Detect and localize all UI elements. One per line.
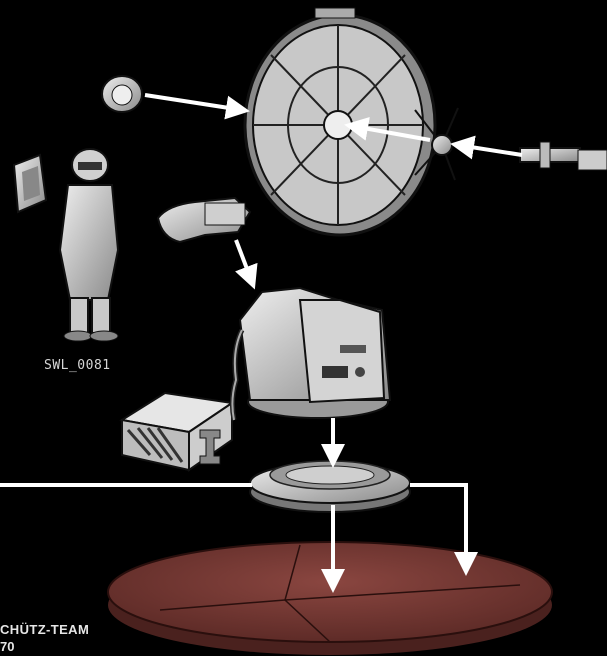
- team-number-label: 70: [0, 639, 14, 654]
- display-base: [108, 542, 552, 655]
- arrow-cap-to-dish: [145, 95, 242, 110]
- figure-code-label: SWL_0081: [44, 358, 111, 373]
- arrow-barrel-to-feed: [458, 145, 522, 155]
- receiver-cap: [102, 76, 142, 112]
- gunner-arms: [158, 198, 250, 242]
- barrel: [520, 142, 607, 170]
- turntable: [250, 461, 410, 512]
- dish-antenna: [245, 8, 435, 235]
- gunner-helmet-part: [14, 155, 46, 212]
- arrow-arms-to-turret: [236, 240, 252, 282]
- turret-housing: [232, 288, 390, 420]
- team-title-label: CHÜTZ-TEAM: [0, 622, 89, 637]
- generator-box: [122, 393, 232, 470]
- gunner-figure: [60, 149, 118, 341]
